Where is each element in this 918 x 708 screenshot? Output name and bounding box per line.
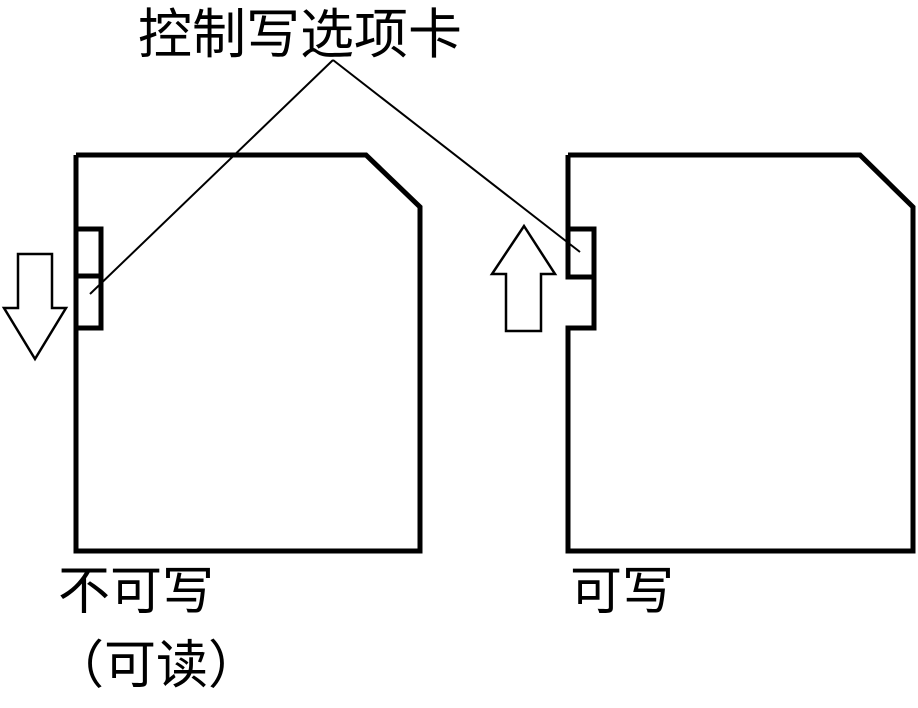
left-card-status-label: 不可写 bbox=[58, 562, 215, 622]
right-card-status-label: 可写 bbox=[570, 562, 675, 622]
left-down-arrow-icon bbox=[1, 252, 69, 362]
left-sd-card-outline bbox=[73, 152, 423, 554]
right-write-protect-switch bbox=[565, 226, 597, 280]
right-up-arrow-icon bbox=[489, 223, 558, 333]
left-callout-line bbox=[89, 59, 334, 295]
left-write-protect-switch bbox=[73, 273, 104, 331]
right-callout-line bbox=[332, 59, 581, 253]
left-card-substatus-label: （可读） bbox=[52, 636, 261, 696]
diagram-title-label: 控制写选项卡 bbox=[138, 3, 462, 66]
right-sd-card-outline bbox=[565, 152, 916, 554]
